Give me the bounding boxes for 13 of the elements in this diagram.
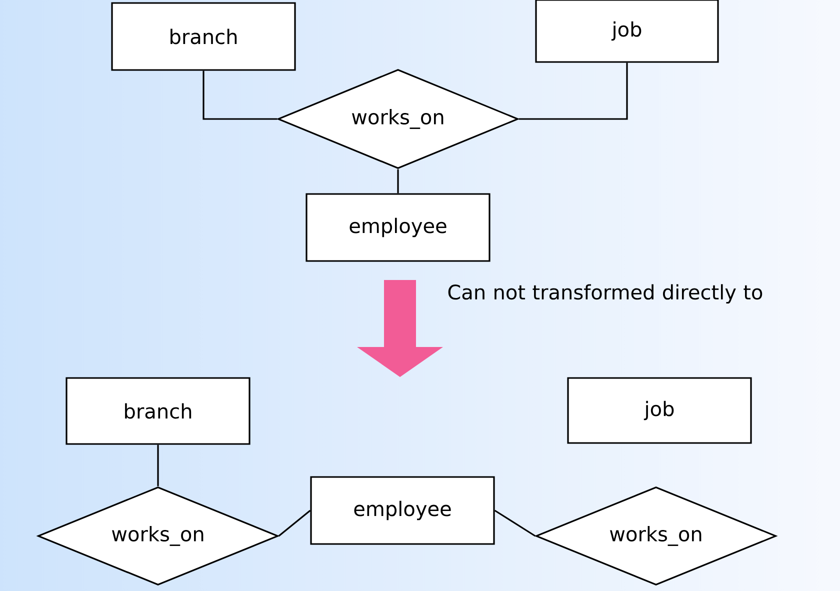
entity-box: job [535, 0, 719, 63]
entity-box: job [567, 377, 752, 444]
entity-box: employee [310, 476, 495, 545]
connector-line [202, 70, 278, 120]
connector-line [278, 510, 311, 537]
entity-box: branch [111, 2, 296, 71]
connector-line [518, 62, 628, 120]
note-text: Can not transformed directly to [448, 284, 762, 304]
connector-line [494, 510, 536, 537]
entity-box: employee [306, 193, 490, 262]
connector-line [397, 169, 399, 194]
entity-box: branch [66, 377, 250, 445]
connector-line [157, 444, 159, 486]
